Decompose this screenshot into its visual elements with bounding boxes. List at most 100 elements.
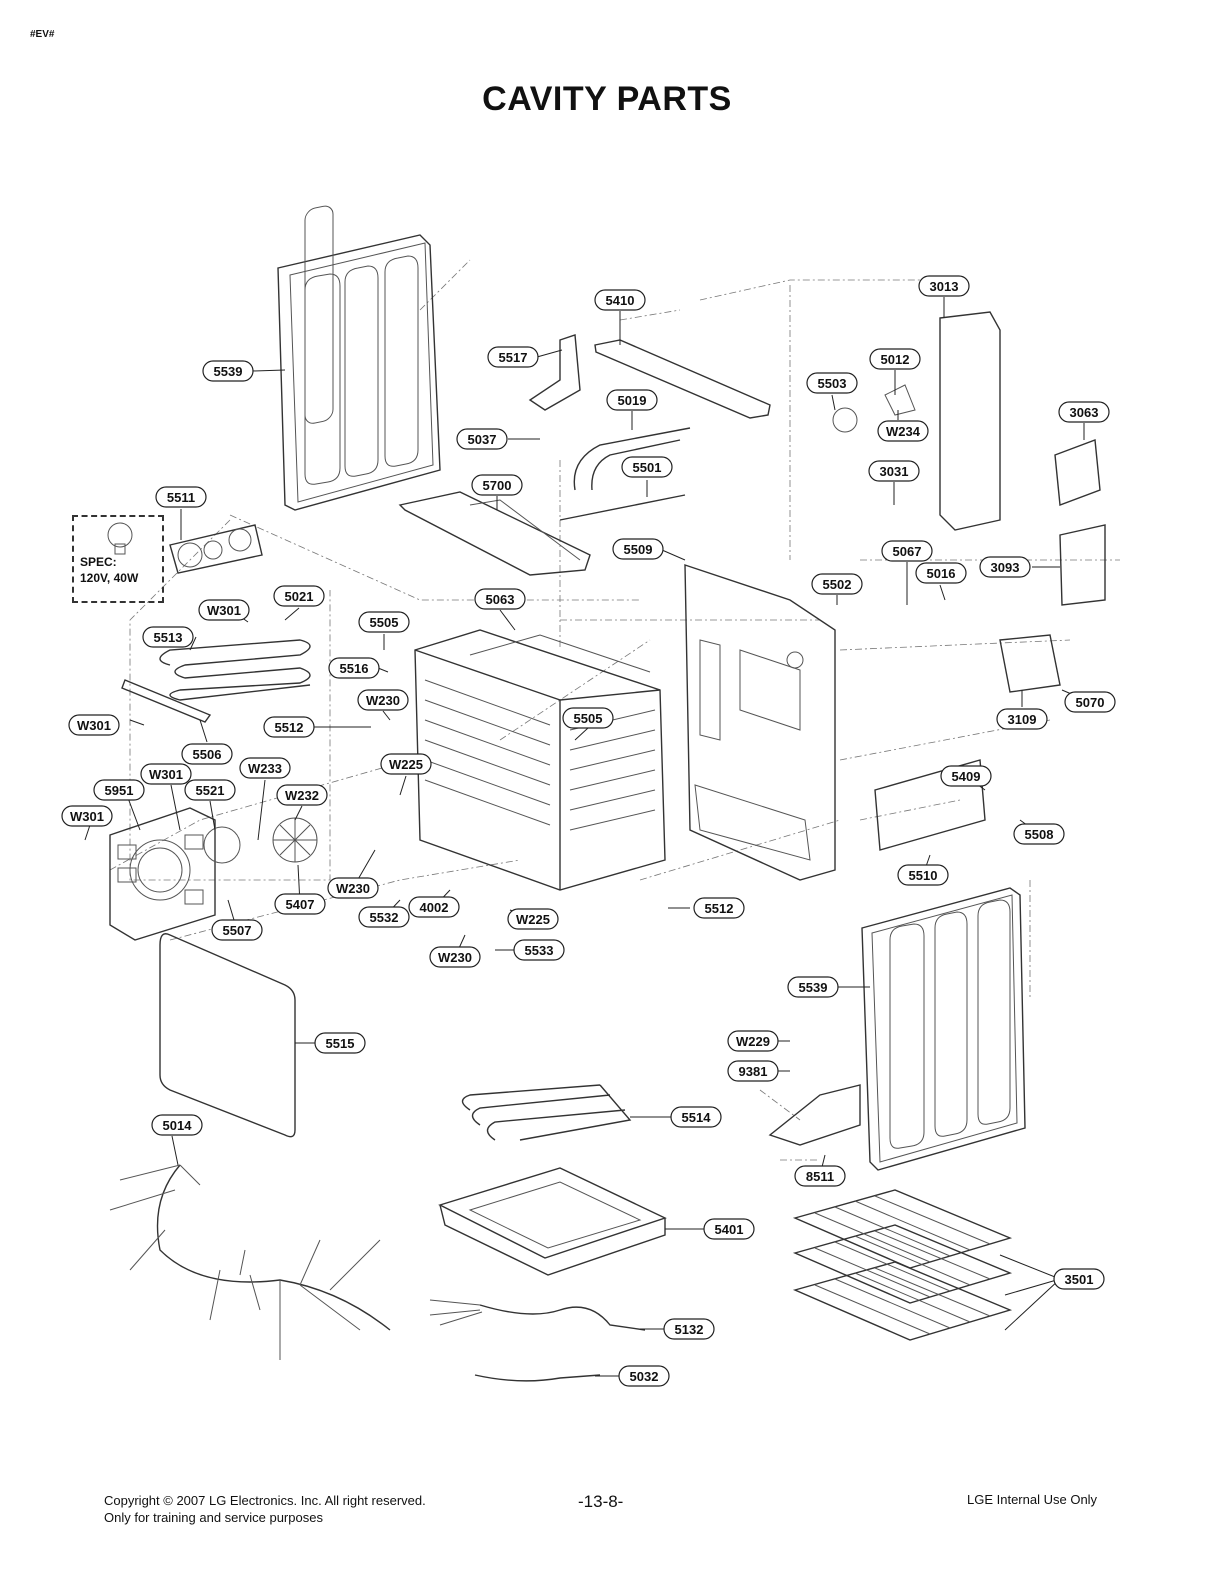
part-callout: 3013 (918, 275, 970, 297)
part-number-label: W234 (886, 424, 921, 439)
wiring-harness (109, 1164, 391, 1360)
oven-cavity (414, 629, 666, 891)
part-number-label: 5539 (214, 364, 243, 379)
part-number-label: W301 (70, 809, 104, 824)
part-number-label: 5014 (163, 1118, 193, 1133)
side-panel-left (277, 205, 441, 511)
part-number-label: W301 (77, 718, 111, 733)
part-number-label: 5511 (167, 490, 195, 505)
part-callout: 3093 (979, 556, 1031, 578)
part-callout: 5070 (1064, 691, 1116, 713)
bake-element (121, 639, 311, 723)
part-callout: 5132 (663, 1318, 715, 1340)
spec-label: SPEC: (80, 555, 117, 569)
part-number-label: 5516 (340, 661, 369, 676)
part-callout: 5012 (869, 348, 921, 370)
part-number-label: 3109 (1008, 712, 1037, 727)
part-number-label: 5019 (618, 393, 647, 408)
part-number-label: 5503 (818, 376, 847, 391)
part-callout: 5511 (155, 486, 207, 508)
part-callout: W233 (239, 757, 291, 779)
side-panel-right (861, 887, 1026, 1171)
part-number-label: 5401 (715, 1222, 744, 1237)
spec-value: 120V, 40W (80, 571, 139, 585)
part-callout: 5019 (606, 389, 658, 411)
part-number-label: W230 (438, 950, 472, 965)
part-number-label: 5505 (370, 615, 399, 630)
part-callout: 3501 (1053, 1268, 1105, 1290)
part-number-label: 5951 (105, 783, 134, 798)
part-number-label: 3013 (930, 279, 959, 294)
part-number-label: 5700 (483, 478, 512, 493)
hose-and-wire (429, 1299, 646, 1382)
part-callout: 5507 (211, 919, 263, 941)
part-callout: 5503 (806, 372, 858, 394)
footer-purpose: Only for training and service purposes (104, 1510, 323, 1525)
broiler-pan (438, 1167, 667, 1276)
page-tag: #EV# (30, 29, 55, 40)
part-callout: 5515 (314, 1032, 366, 1054)
part-callout: 5508 (1013, 823, 1065, 845)
part-number-label: 5410 (606, 293, 635, 308)
part-callout: W225 (507, 908, 559, 930)
part-number-label: 5407 (286, 897, 315, 912)
convection-cover (109, 807, 216, 941)
part-callout: 5067 (881, 540, 933, 562)
part-number-label: 9381 (739, 1064, 768, 1079)
part-number-label: 5509 (624, 542, 653, 557)
part-callout: W232 (276, 784, 328, 806)
assembly-guides (109, 259, 1120, 1161)
part-callout: 5505 (562, 707, 614, 729)
footer-copyright: Copyright © 2007 LG Electronics. Inc. Al… (104, 1493, 426, 1508)
part-number-label: 5067 (893, 544, 922, 559)
part-callout: W230 (357, 689, 409, 711)
part-callout: 9381 (727, 1060, 779, 1082)
callout-layer: 5539 5410 3013 5517 5012 5503 5019 3063 5037 W234… (61, 275, 1116, 1387)
footer-copyright-block: Copyright © 2007 LG Electronics. Inc. Al… (104, 1492, 426, 1526)
part-callout: 5517 (487, 346, 539, 368)
part-callout: 5410 (594, 289, 646, 311)
door-gasket (159, 933, 296, 1138)
rear-panel (684, 564, 836, 881)
spec-box (72, 515, 164, 603)
part-callout: W230 (429, 946, 481, 968)
part-number-label: W232 (285, 788, 319, 803)
part-callout: 5401 (703, 1218, 755, 1240)
broil-element (461, 1084, 632, 1141)
part-number-label: 5515 (326, 1036, 355, 1051)
part-number-label: 5505 (574, 711, 603, 726)
part-number-label: 3031 (880, 464, 909, 479)
part-callout: 5063 (474, 588, 526, 610)
part-number-label: W230 (336, 881, 370, 896)
part-number-label: 3063 (1070, 405, 1099, 420)
part-callout: W234 (877, 420, 929, 442)
part-number-label: 3501 (1065, 1272, 1094, 1287)
part-number-label: 5512 (275, 720, 304, 735)
part-number-label: 4002 (420, 900, 449, 915)
top-plate (398, 491, 591, 576)
part-callout: W301 (140, 763, 192, 785)
part-number-label: 5510 (909, 868, 938, 883)
part-number-label: 5409 (952, 769, 981, 784)
part-callout: 8511 (794, 1165, 846, 1187)
part-callout: 5512 (693, 897, 745, 919)
part-callout: 4002 (408, 896, 460, 918)
part-callout: 5509 (612, 538, 664, 560)
part-number-label: 5533 (525, 943, 554, 958)
part-number-label: 5016 (927, 566, 956, 581)
part-number-label: 5521 (196, 783, 225, 798)
part-number-label: 5532 (370, 910, 399, 925)
part-callout: 5506 (181, 743, 233, 765)
footer-internal: LGE Internal Use Only (967, 1492, 1098, 1507)
leader-lines (84, 297, 1091, 1377)
part-number-label: 5063 (486, 592, 515, 607)
part-callout: 5532 (358, 906, 410, 928)
part-number-label: W225 (389, 757, 423, 772)
part-number-label: 3093 (991, 560, 1020, 575)
part-callout: 5533 (513, 939, 565, 961)
wires-top (559, 427, 691, 521)
part-callout: 5502 (811, 573, 863, 595)
part-number-label: 5037 (468, 432, 497, 447)
part-number-label: 5507 (223, 923, 252, 938)
